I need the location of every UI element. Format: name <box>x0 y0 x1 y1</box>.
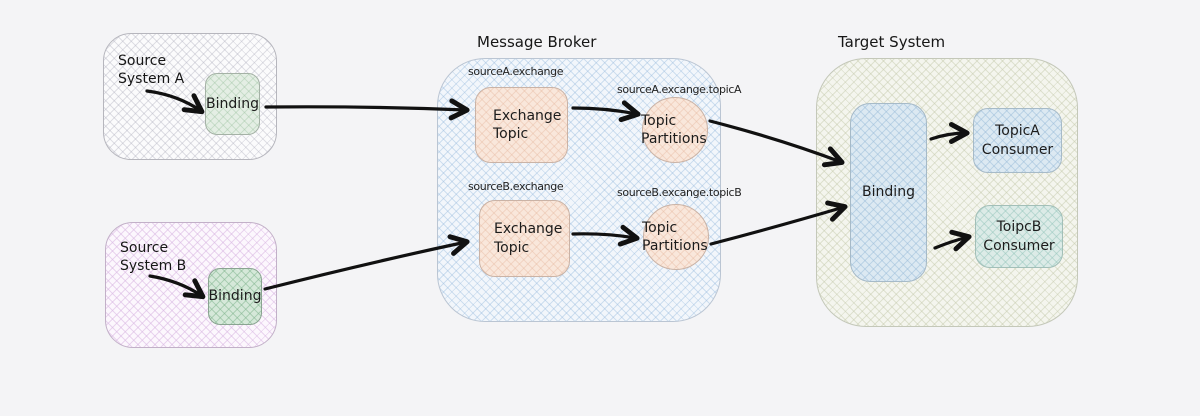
target-system-title: Target System <box>838 33 946 51</box>
topic-partitions-a-label: Topic Partitions <box>641 112 707 147</box>
arrow-bindingB-to-exchangeB <box>263 234 470 291</box>
message-broker-title: Message Broker <box>477 33 597 51</box>
exchange-topic-a-node: Exchange Topic <box>475 87 568 163</box>
source-system-a-title: Source System A <box>118 53 185 88</box>
topic-b-consumer-label: ToipcB Consumer <box>983 219 1055 254</box>
topic-partitions-b-label: Topic Partitions <box>642 219 708 254</box>
source-b-binding-label: Binding <box>208 288 262 305</box>
source-b-binding-node: Binding <box>208 268 262 325</box>
source-b-topic-tag: sourceB.excange.topicB <box>617 186 742 199</box>
topic-partitions-a-label-wrap: Topic Partitions <box>641 104 751 156</box>
topic-partitions-b-label-wrap: Topic Partitions <box>642 211 752 263</box>
target-binding-node: Binding <box>850 103 927 282</box>
topic-partitions-b-node <box>643 204 709 270</box>
exchange-topic-b-label: Exchange Topic <box>494 221 563 256</box>
source-a-exchange-tag: sourceA.exchange <box>468 65 564 78</box>
source-a-binding-label: Binding <box>206 95 259 112</box>
source-b-exchange-tag: sourceB.exchange <box>468 180 564 193</box>
arrow-bindingA-to-exchangeA <box>264 98 470 121</box>
target-binding-label: Binding <box>862 184 915 201</box>
topic-b-consumer-node: ToipcB Consumer <box>975 205 1063 268</box>
topic-partitions-a-node <box>642 97 708 163</box>
source-a-binding-node: Binding <box>205 73 260 135</box>
exchange-topic-b-node: Exchange Topic <box>479 200 570 277</box>
source-a-topic-tag: sourceA.excange.topicA <box>617 83 742 96</box>
topic-a-consumer-node: TopicA Consumer <box>973 108 1062 173</box>
topic-a-consumer-label: TopicA Consumer <box>981 123 1054 158</box>
source-system-b-title: Source System B <box>120 240 187 275</box>
target-system-box <box>816 58 1078 327</box>
exchange-topic-a-label: Exchange Topic <box>493 107 562 142</box>
